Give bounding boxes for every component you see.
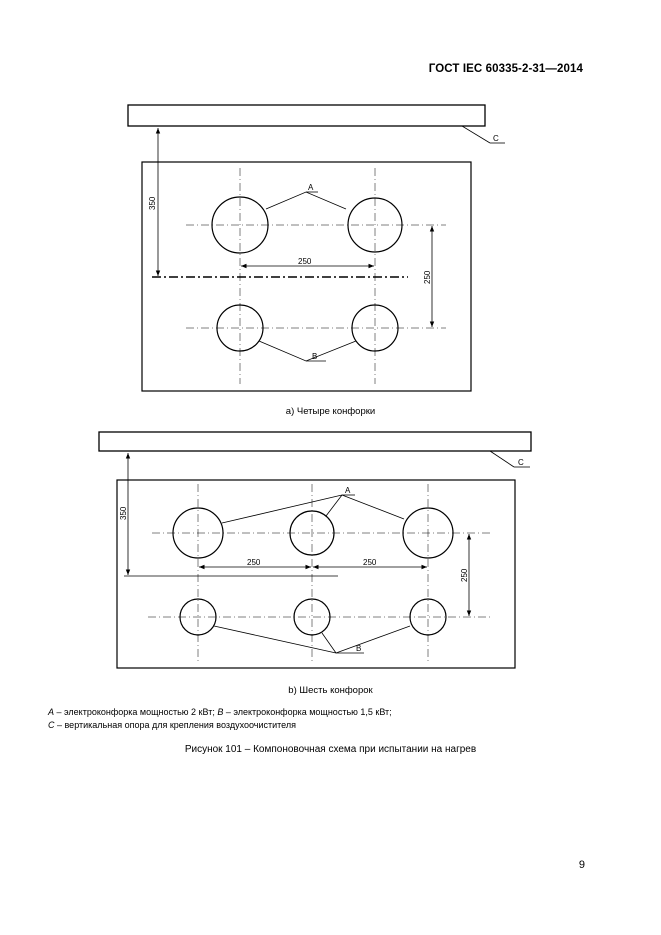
figure-a-diagram: C A B 350 250 250 [127,104,505,392]
legend-text-b: – электроконфорка мощностью 1,5 кВт; [223,707,392,717]
label-c-leader-a [461,125,491,144]
hotplate-a-small-right [351,304,399,352]
legend-line-1: A – электроконфорка мощностью 2 кВт; B –… [48,706,392,719]
page-number: 9 [578,859,585,871]
legend-line-2: C – вертикальная опора для крепления воз… [48,719,392,732]
dim-250-h1-label-b: 250 [247,558,261,567]
legend: A – электроконфорка мощностью 2 кВт; B –… [48,706,392,732]
legend-text-c: – вертикальная опора для крепления возду… [54,720,296,730]
dim-250-v-label-b: 250 [460,568,469,582]
support-bar-b [98,431,532,452]
dim-350-label-a: 350 [148,196,157,210]
dim-250-h-label-a: 250 [298,257,312,266]
hotplate-a-small-left [216,304,264,352]
label-b-b: B [356,644,361,653]
legend-key-a: A [48,707,55,717]
document-code: ГОСТ IEC 60335-2-31—2014 [428,63,583,75]
figure-title: Рисунок 101 – Компоновочная схема при ис… [184,744,477,755]
label-a-b: A [345,486,351,495]
label-b-leader-a [258,340,357,362]
cooktop-outline-b [116,479,516,669]
hotplate-a-large-left [211,196,269,254]
label-c-b: C [518,458,524,467]
dim-250-h2-label-b: 250 [363,558,377,567]
hotplate-b-small-right [409,598,447,636]
support-bar-a [127,104,486,127]
label-b-a: B [312,352,317,361]
label-a-leader-b [221,494,343,524]
hotplate-b-small-left [179,598,217,636]
label-b-leader-b [213,625,337,654]
legend-key-c: C [48,720,55,730]
figure-b-caption: b) Шесть конфорок [288,685,373,696]
label-c-a: C [493,134,499,143]
hotplate-b-large-middle [289,510,335,556]
label-c-leader-b [489,450,515,468]
cooktop-outline-a [141,161,472,392]
dim-250-v-label-a: 250 [423,270,432,284]
figure-a-caption: а) Четыре конфорки [285,406,376,417]
hotplate-b-large-left [172,507,224,559]
hotplate-a-large-right [347,197,403,253]
figure-b-diagram: C A B 350 250 [98,431,532,669]
legend-text-a: – электроконфорка мощностью 2 кВт; [54,707,218,717]
dim-350-label-b: 350 [119,506,128,520]
hotplate-b-small-middle [293,598,331,636]
label-a-leader-a [265,191,347,210]
legend-key-b: B [217,707,224,717]
label-a-a: A [308,183,314,192]
hotplate-b-large-right [402,507,454,559]
